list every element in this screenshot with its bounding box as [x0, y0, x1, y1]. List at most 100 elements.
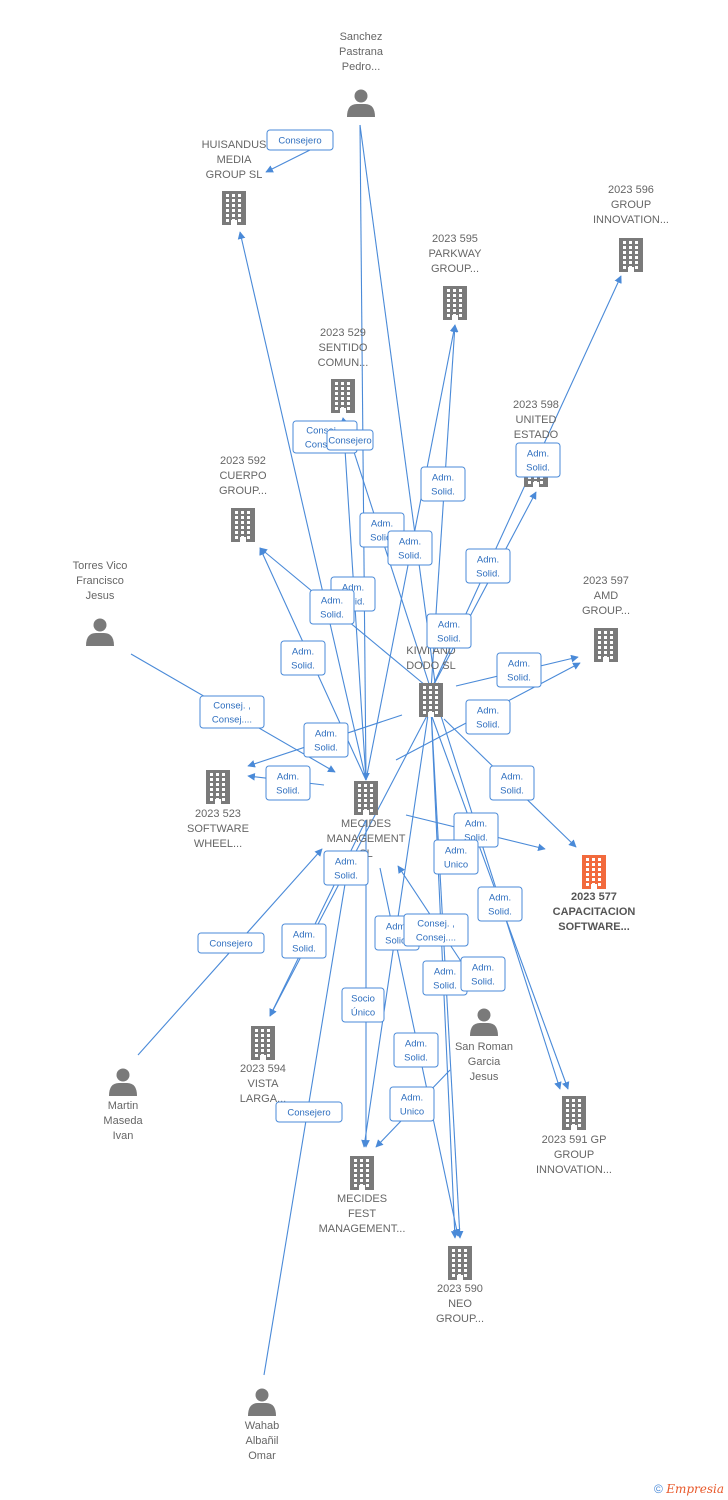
relation-text: Solid.	[476, 569, 500, 580]
relation-label[interactable]: Adm. Solid.	[465, 548, 511, 584]
relation-label[interactable]: Adm.Solid.	[265, 765, 311, 801]
node-sanchez[interactable]: SanchezPastranaPedro...	[339, 31, 384, 117]
node-label-line: Francisco	[76, 575, 124, 587]
node-mfest[interactable]: MECIDESFESTMANAGEMENT...	[319, 1156, 406, 1235]
building-icon	[594, 628, 618, 662]
relation-label[interactable]: Consej. ,Consej....	[199, 695, 265, 729]
relation-label[interactable]: Adm.Solid.	[323, 850, 369, 886]
relation-label[interactable]: Adm. Solid.	[420, 466, 466, 502]
node-label-line: GROUP...	[219, 485, 267, 497]
relation-label[interactable]: Adm.Solid.	[387, 530, 433, 566]
node-c596[interactable]: 2023 596GROUPINNOVATION...	[593, 184, 669, 272]
relation-label[interactable]: Adm.Solid.	[489, 765, 535, 801]
person-icon	[347, 89, 375, 117]
relation-label[interactable]: Adm.Solid.	[453, 812, 499, 848]
node-c597[interactable]: 2023 597AMDGROUP...	[582, 575, 630, 662]
relation-text: Adm.	[508, 659, 530, 670]
relation-text: Único	[351, 1008, 375, 1019]
node-label-line: WHEEL...	[194, 838, 242, 850]
node-label-line: 2023 596	[608, 184, 654, 196]
relation-label[interactable]: Consej. ,Consej....	[403, 913, 469, 947]
relation-text: Adm.	[432, 473, 454, 484]
relation-label[interactable]: Adm. Solid.	[393, 1032, 439, 1068]
node-label-line: NEO	[448, 1298, 472, 1310]
relation-label[interactable]: Adm.Solid.	[515, 442, 561, 478]
node-label-line: Omar	[248, 1450, 276, 1462]
relation-text: Consej....	[212, 715, 252, 726]
relation-label[interactable]: Adm. Solid.	[280, 640, 326, 676]
node-c595[interactable]: 2023 595PARKWAYGROUP...	[429, 233, 483, 320]
node-label-line: GROUP SL	[206, 169, 263, 181]
node-label-line: MECIDES	[341, 818, 391, 830]
node-label-line: INNOVATION...	[536, 1164, 612, 1176]
relation-label[interactable]: Consejero	[275, 1101, 343, 1123]
node-label-line: Sanchez	[340, 31, 383, 43]
building-icon	[443, 286, 467, 320]
relation-text: Solid.	[404, 1053, 428, 1064]
relation-text: Solid.	[320, 610, 344, 621]
relation-text: Consej. ,	[417, 919, 455, 930]
relation-label[interactable]: Adm.Unico	[433, 839, 479, 875]
node-c590[interactable]: 2023 590NEOGROUP...	[436, 1246, 484, 1325]
node-label-line: PARKWAY	[429, 248, 483, 260]
relation-text: Consejero	[209, 939, 252, 950]
relation-label[interactable]: Adm.Solid.	[465, 699, 511, 735]
relation-text: Adm.	[292, 647, 314, 658]
relation-text: Adm.	[477, 555, 499, 566]
node-c523[interactable]: 2023 523SOFTWAREWHEEL...	[187, 770, 249, 850]
relation-label[interactable]: Adm. Solid.	[496, 652, 542, 688]
relation-label[interactable]: Adm. Solid.	[460, 956, 506, 992]
relation-text: Solid.	[291, 661, 315, 672]
node-label-line: MANAGEMENT	[327, 833, 406, 845]
relation-label[interactable]: Adm.Solid.	[426, 613, 472, 649]
relation-label[interactable]: Adm.Solid.	[309, 589, 355, 625]
node-label-line: GROUP	[611, 199, 651, 211]
node-label-line: LARGA...	[240, 1093, 286, 1105]
node-c577[interactable]: 2023 577CAPACITACIONSOFTWARE...	[553, 855, 636, 933]
relation-label[interactable]: Consejero	[197, 932, 265, 954]
relation-label[interactable]: Adm.Solid.	[422, 960, 468, 996]
node-label-line: ESTADO	[514, 429, 559, 441]
node-mecides[interactable]: MECIDESMANAGEMENTSL	[327, 781, 406, 860]
node-c591[interactable]: 2023 591 GPGROUPINNOVATION...	[536, 1096, 612, 1176]
relation-label[interactable]: Consejero	[266, 129, 334, 151]
relation-text: Adm.	[405, 1039, 427, 1050]
relation-label[interactable]: Adm.Solid.	[281, 923, 327, 959]
relation-text: Solid.	[526, 463, 550, 474]
relation-label[interactable]: Adm.Solid.	[303, 722, 349, 758]
relation-label[interactable]: Consejero	[326, 429, 374, 451]
edges-layer	[130, 124, 622, 1376]
node-label-line: 2023 598	[513, 399, 559, 411]
relation-label[interactable]: Adm.Solid.	[477, 886, 523, 922]
relation-edge	[359, 124, 370, 781]
node-label-line: CAPACITACION	[553, 906, 636, 918]
node-label-line: UNITED	[516, 414, 557, 426]
relation-text: Adm.	[472, 963, 494, 974]
node-c594[interactable]: 2023 594VISTALARGA...	[240, 1026, 286, 1105]
node-label-line: SOFTWARE...	[558, 921, 630, 933]
relation-text: Adm.	[445, 846, 467, 857]
node-label-line: 2023 592	[220, 455, 266, 467]
building-icon	[619, 238, 643, 272]
relation-label[interactable]: Adm.Unico	[389, 1086, 435, 1122]
node-c529[interactable]: 2023 529SENTIDOCOMUN...	[318, 327, 369, 413]
relation-text: Solid.	[471, 977, 495, 988]
node-label-line: CUERPO	[219, 470, 267, 482]
relation-text: Consej. ,	[306, 426, 344, 437]
relation-text: Solid.	[507, 673, 531, 684]
relation-text: Solid.	[431, 487, 455, 498]
node-label-line: FEST	[348, 1208, 376, 1220]
brand-logo[interactable]: Empresia	[666, 1482, 724, 1496]
node-label-line: GROUP...	[431, 263, 479, 275]
node-label-line: Pastrana	[339, 46, 384, 58]
building-icon	[582, 855, 606, 889]
